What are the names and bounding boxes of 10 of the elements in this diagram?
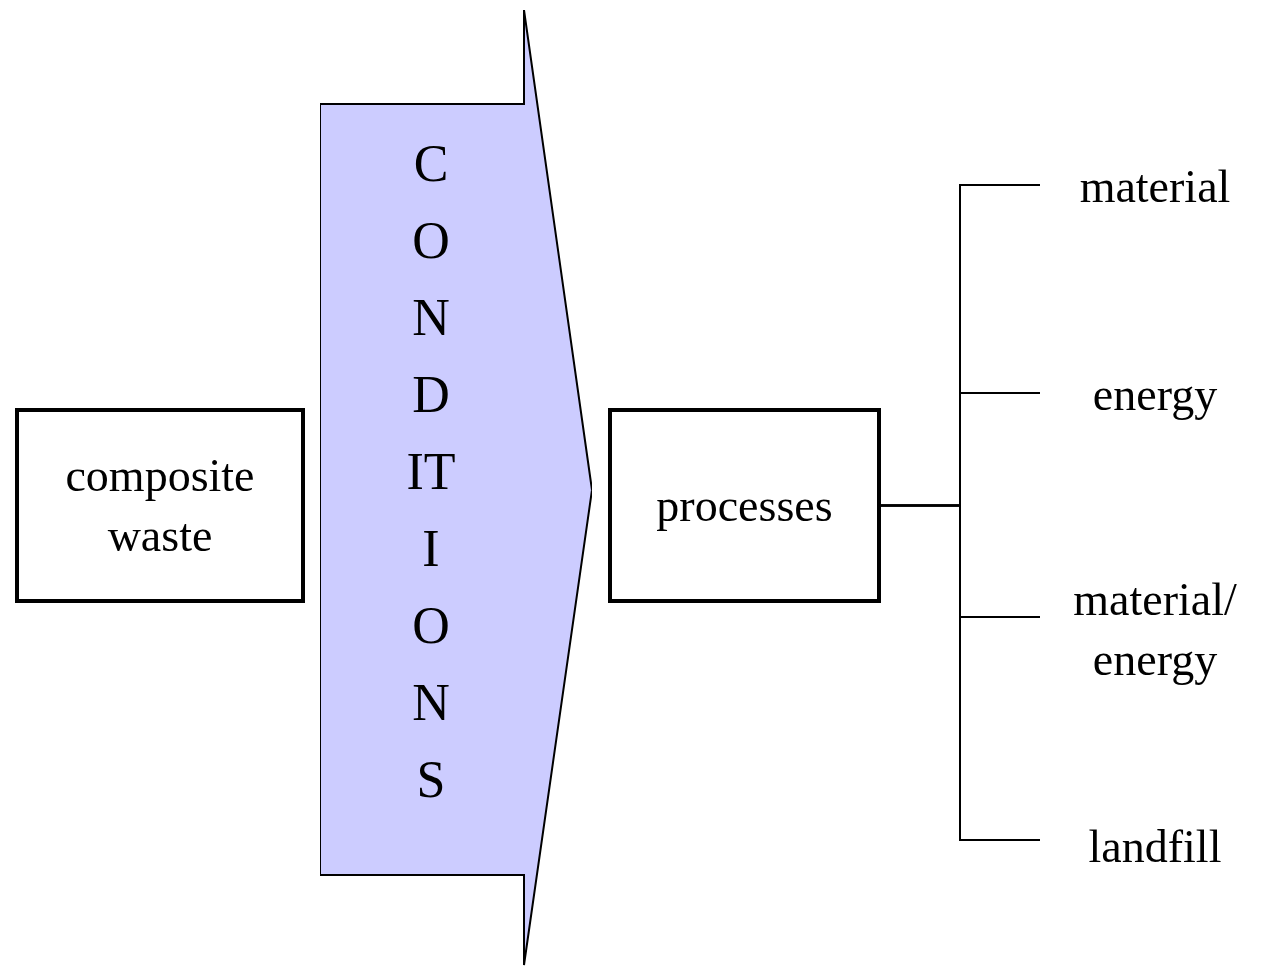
process-box: [608, 408, 881, 603]
node-text: energy: [1092, 368, 1218, 423]
node-text: landfill: [1088, 820, 1222, 875]
process-box: [15, 408, 305, 603]
node-text: material: [1079, 160, 1231, 215]
vertical-label: CONDITIONS: [405, 134, 457, 810]
node-text: material/ energy: [1072, 573, 1238, 687]
node-text: processes: [656, 478, 833, 533]
node-text: composite waste: [64, 448, 256, 563]
connector-line: [880, 504, 1041, 841]
